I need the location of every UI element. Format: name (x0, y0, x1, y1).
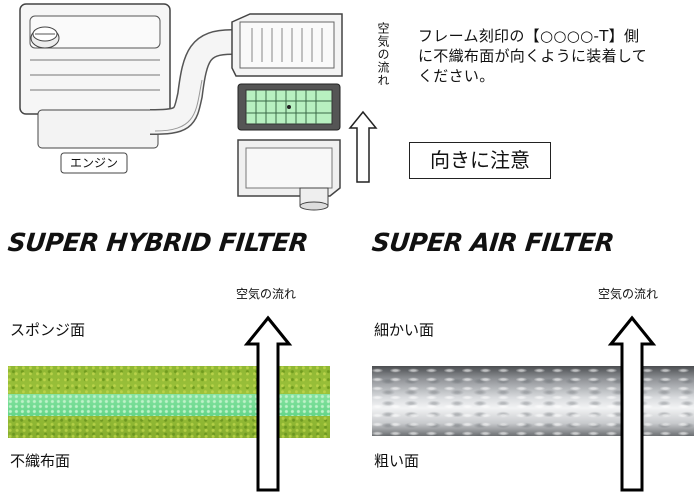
sponge-layer (8, 366, 330, 394)
right-airflow-label: 空気の流れ (598, 287, 659, 301)
fine-face-label: 細かい面 (374, 321, 435, 339)
installation-instruction: フレーム刻印の【○○○○-T】側 に不織布面が向くように装着して ください。 (418, 27, 648, 85)
super-hybrid-filter-title: SUPER HYBRID FILTER (6, 228, 310, 257)
coarse-face-label: 粗い面 (374, 452, 420, 470)
sponge-layer-lower (8, 416, 330, 438)
nonwoven-layer (8, 394, 330, 416)
super-air-filter-title: SUPER AIR FILTER (370, 228, 616, 257)
airbox-lower (237, 139, 341, 211)
nonwoven-face-label: 不織布面 (10, 452, 71, 470)
airbox-upper (231, 13, 343, 77)
engine-label: エンジン (69, 156, 118, 170)
air-filter-fiber-layer (372, 366, 694, 436)
orientation-notice: 向きに注意 (409, 142, 551, 179)
engine-illustration (19, 3, 171, 174)
filter-element (237, 83, 341, 131)
airflow-arrow-top (348, 110, 378, 183)
intake-duct (149, 29, 233, 135)
airflow-label-vertical: 空気の流れ (376, 22, 390, 87)
sponge-face-label: スポンジ面 (10, 321, 86, 339)
left-airflow-label: 空気の流れ (236, 287, 297, 301)
